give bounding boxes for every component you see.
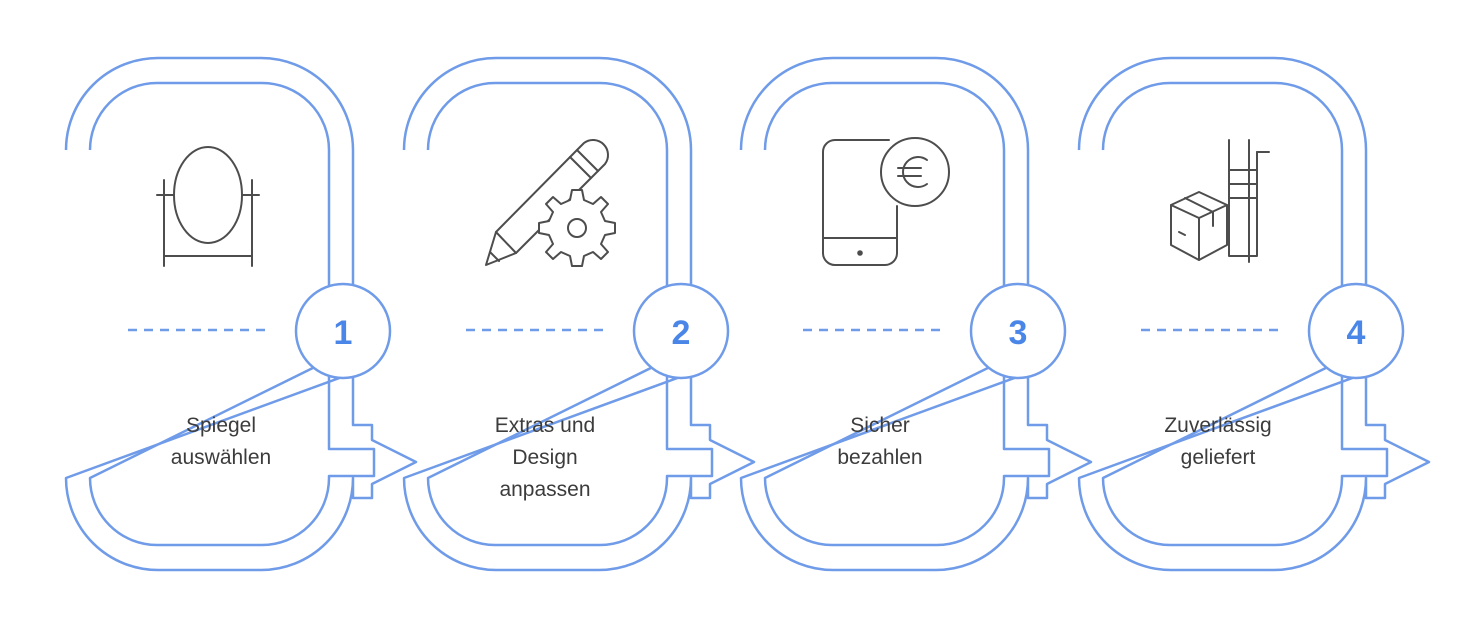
- pencil-gear-icon: [485, 139, 616, 267]
- phone-euro-icon: [822, 137, 950, 266]
- step-frame: [739, 56, 1093, 572]
- step-4: 4: [1077, 56, 1431, 572]
- delivery-box-icon: [1170, 139, 1270, 263]
- step-3: 3: [739, 56, 1093, 572]
- step-frame: [64, 56, 418, 572]
- step-label-3: Sicher bezahlen: [837, 414, 923, 469]
- step-label-1: Spiegel auswählen: [170, 414, 272, 469]
- step-1: 1: [64, 56, 418, 572]
- step-number: 4: [1347, 314, 1366, 352]
- step-2: 2: [402, 56, 756, 572]
- step-number: 1: [334, 314, 353, 352]
- step-frame: [1077, 56, 1431, 572]
- mirror-icon: [156, 146, 260, 267]
- step-label-2: Extras und Design anpassen: [494, 414, 596, 501]
- step-number: 2: [672, 314, 691, 352]
- step-number: 3: [1009, 314, 1028, 352]
- step-label-4: Zuverlässig geliefert: [1164, 414, 1272, 469]
